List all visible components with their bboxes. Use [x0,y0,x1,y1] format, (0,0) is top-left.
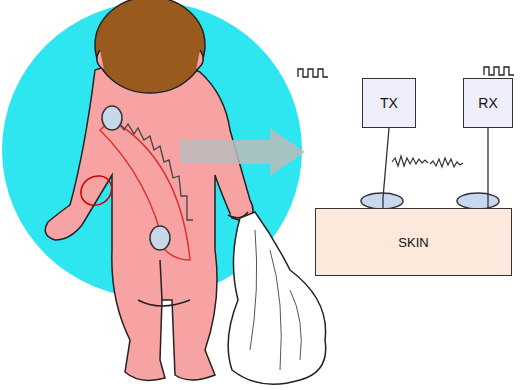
electrode-wire [487,128,488,208]
skin-block: SKIN [315,208,512,276]
cloth-folds [250,230,301,370]
electrode [361,193,403,209]
electrode-wire [383,128,389,208]
electrode [457,193,499,209]
hair [95,0,205,93]
signal-path-outline [100,120,190,260]
square-wave [484,67,514,75]
signal-path-outline [75,170,117,211]
baby [45,60,253,380]
transmitter-box: TX [362,78,416,128]
electrode [102,106,122,130]
arrow [180,128,305,176]
receiver-box: RX [463,78,513,128]
node-label: TX [380,95,398,111]
body-signal-wave [118,122,193,220]
node-label: SKIN [398,235,428,250]
analog-wave [392,156,428,166]
cloth [228,212,326,384]
node-label: RX [478,95,497,111]
ears [97,50,203,70]
square-wave [298,69,328,77]
analog-wave [430,158,463,167]
electrode [150,226,170,250]
